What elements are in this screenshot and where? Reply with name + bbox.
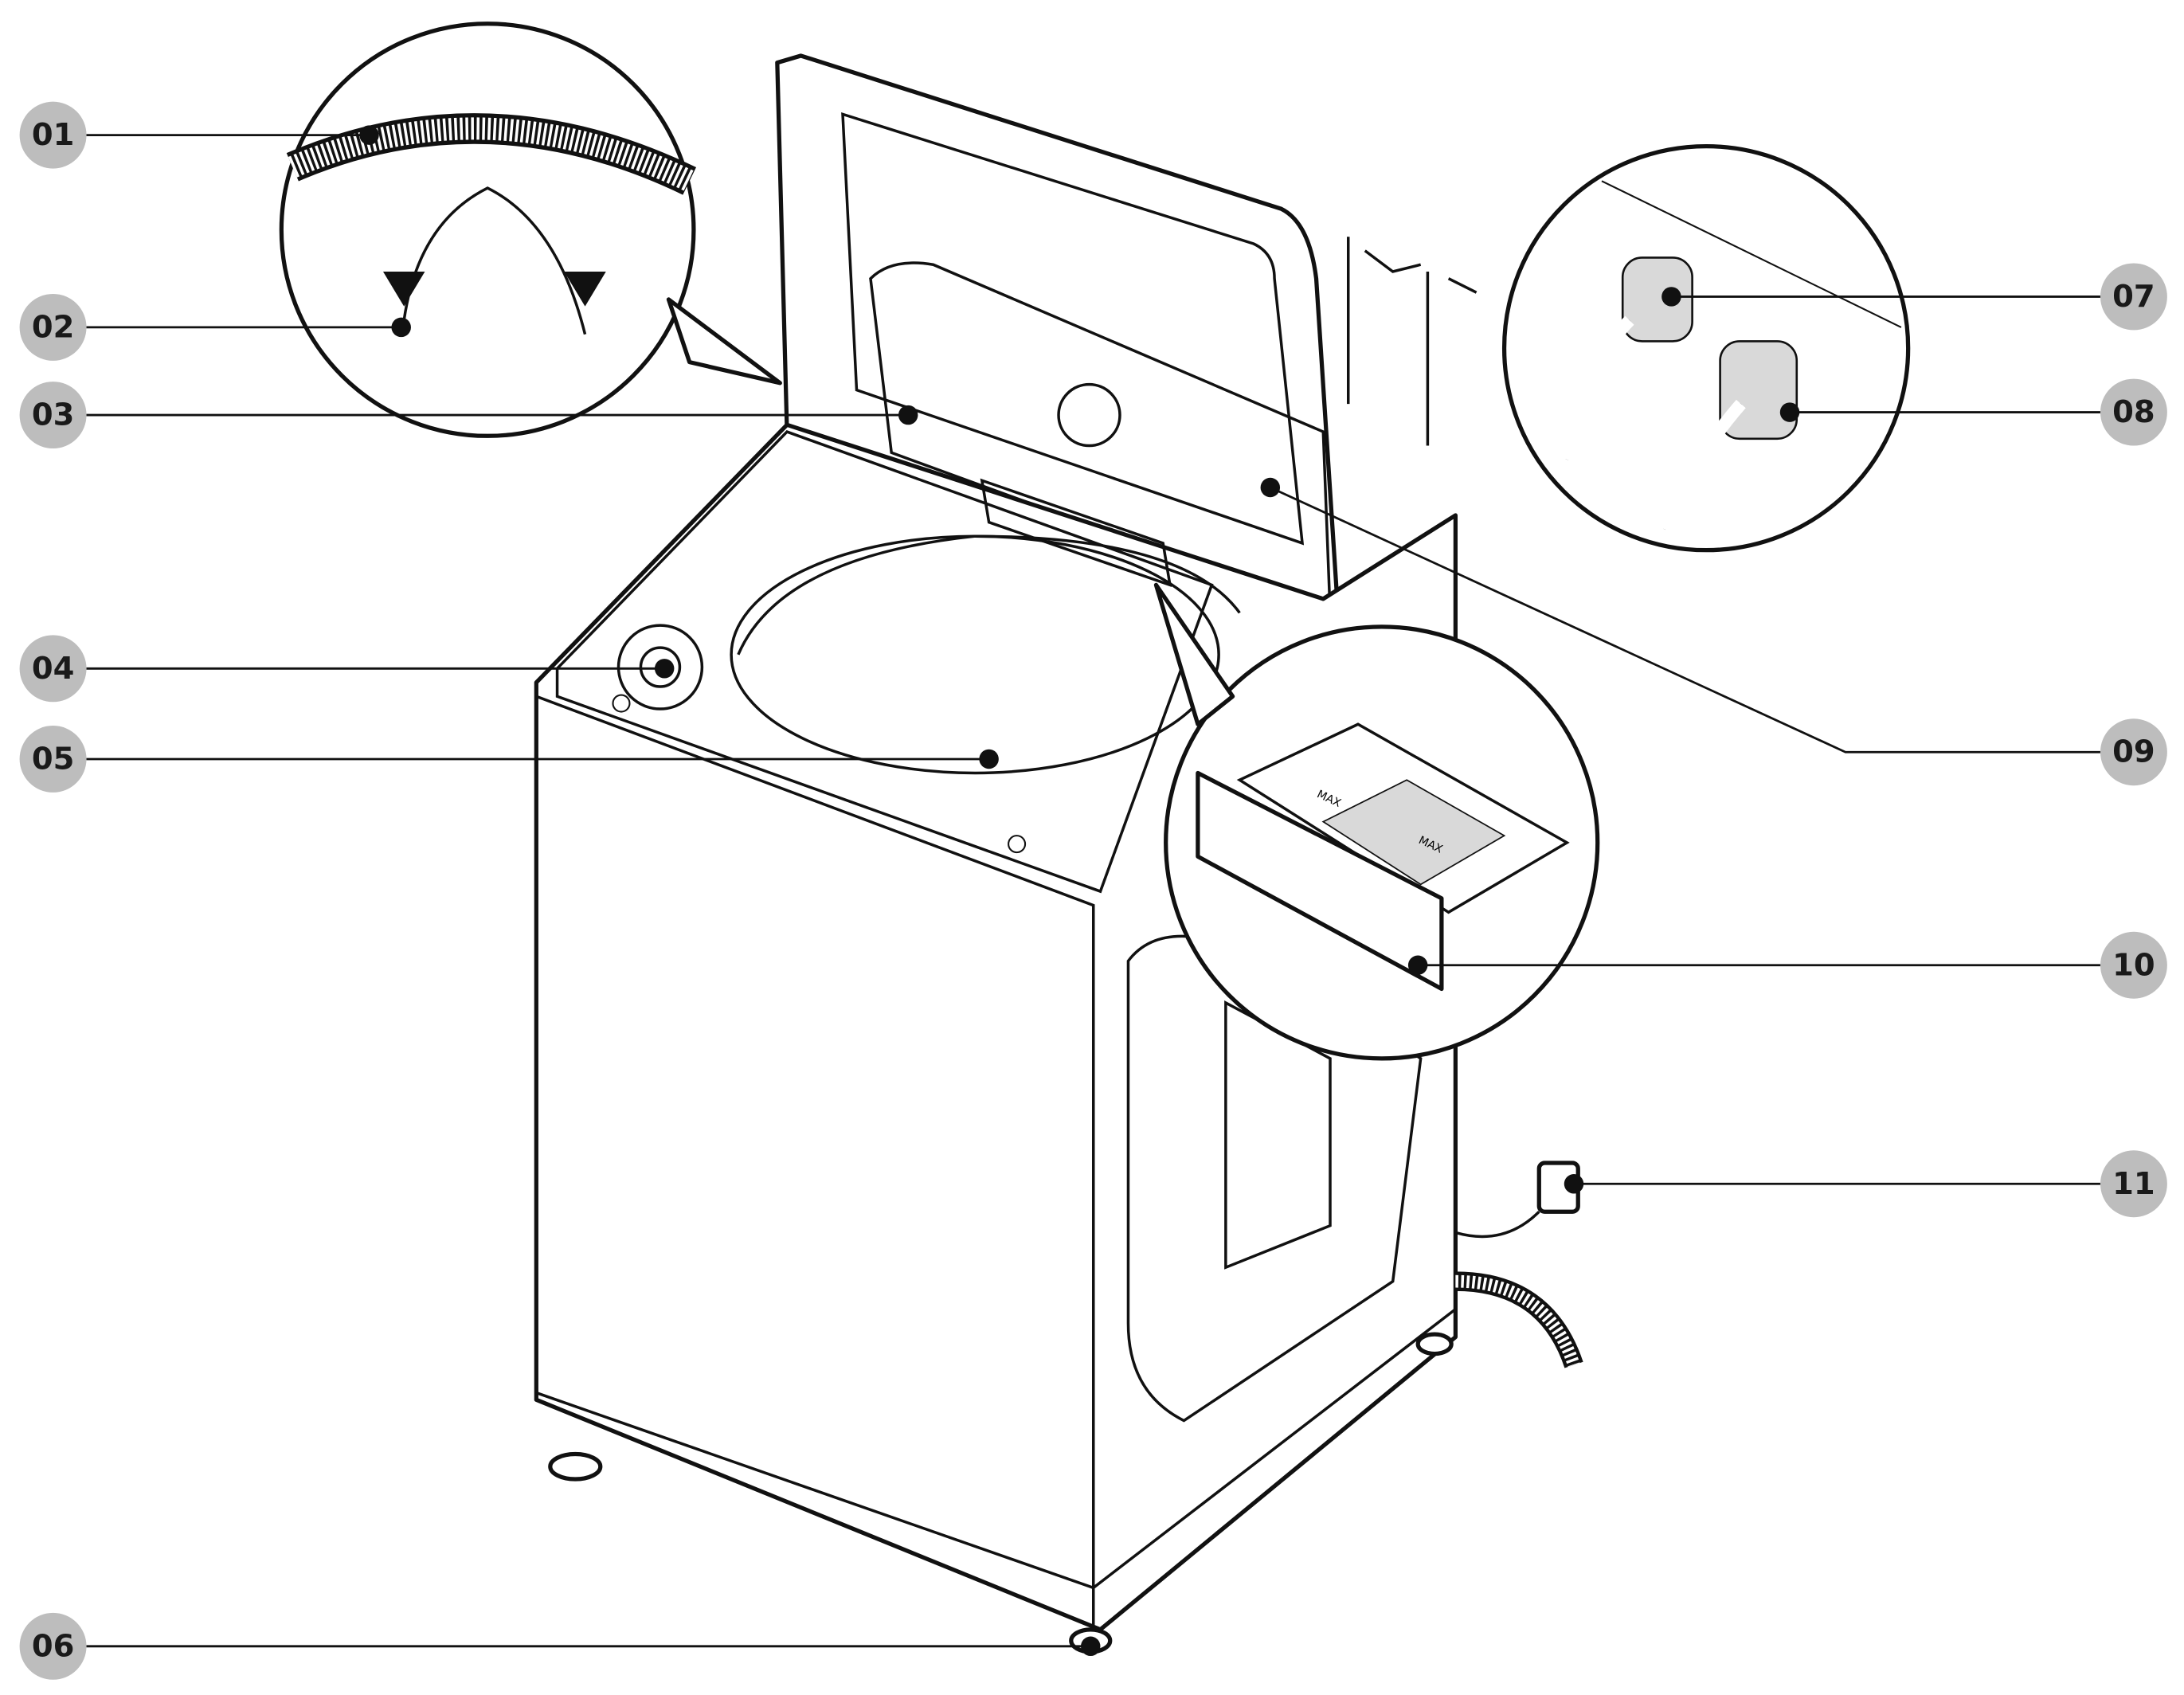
svg-text:07: 07 bbox=[2112, 279, 2155, 315]
callout-01: 01 bbox=[19, 101, 87, 169]
callout-07: 07 bbox=[2100, 263, 2167, 331]
svg-text:05: 05 bbox=[32, 741, 75, 777]
callout-10: 10 bbox=[2100, 931, 2167, 999]
svg-text:03: 03 bbox=[32, 397, 75, 433]
callout-hose-hanger bbox=[279, 22, 782, 438]
svg-text:10: 10 bbox=[2112, 947, 2155, 983]
svg-text:11: 11 bbox=[2112, 1166, 2155, 1202]
callout-04: 04 bbox=[19, 635, 87, 703]
callout-detergent-drawer: MAX MAX bbox=[1153, 582, 1600, 1061]
callout-08: 08 bbox=[2100, 378, 2167, 446]
callout-11: 11 bbox=[2100, 1150, 2167, 1218]
svg-text:06: 06 bbox=[32, 1628, 75, 1664]
svg-text:09: 09 bbox=[2112, 734, 2155, 770]
callout-02: 02 bbox=[19, 293, 87, 361]
callout-water-inlets bbox=[1501, 143, 1911, 553]
leader-lines bbox=[86, 125, 2100, 1657]
svg-text:04: 04 bbox=[32, 651, 75, 687]
callout-06: 06 bbox=[19, 1612, 87, 1680]
svg-text:02: 02 bbox=[32, 309, 75, 345]
svg-text:01: 01 bbox=[32, 117, 75, 153]
callout-03: 03 bbox=[19, 382, 87, 449]
callout-09: 09 bbox=[2100, 718, 2167, 786]
svg-text:08: 08 bbox=[2112, 394, 2155, 430]
callout-05: 05 bbox=[19, 726, 87, 793]
